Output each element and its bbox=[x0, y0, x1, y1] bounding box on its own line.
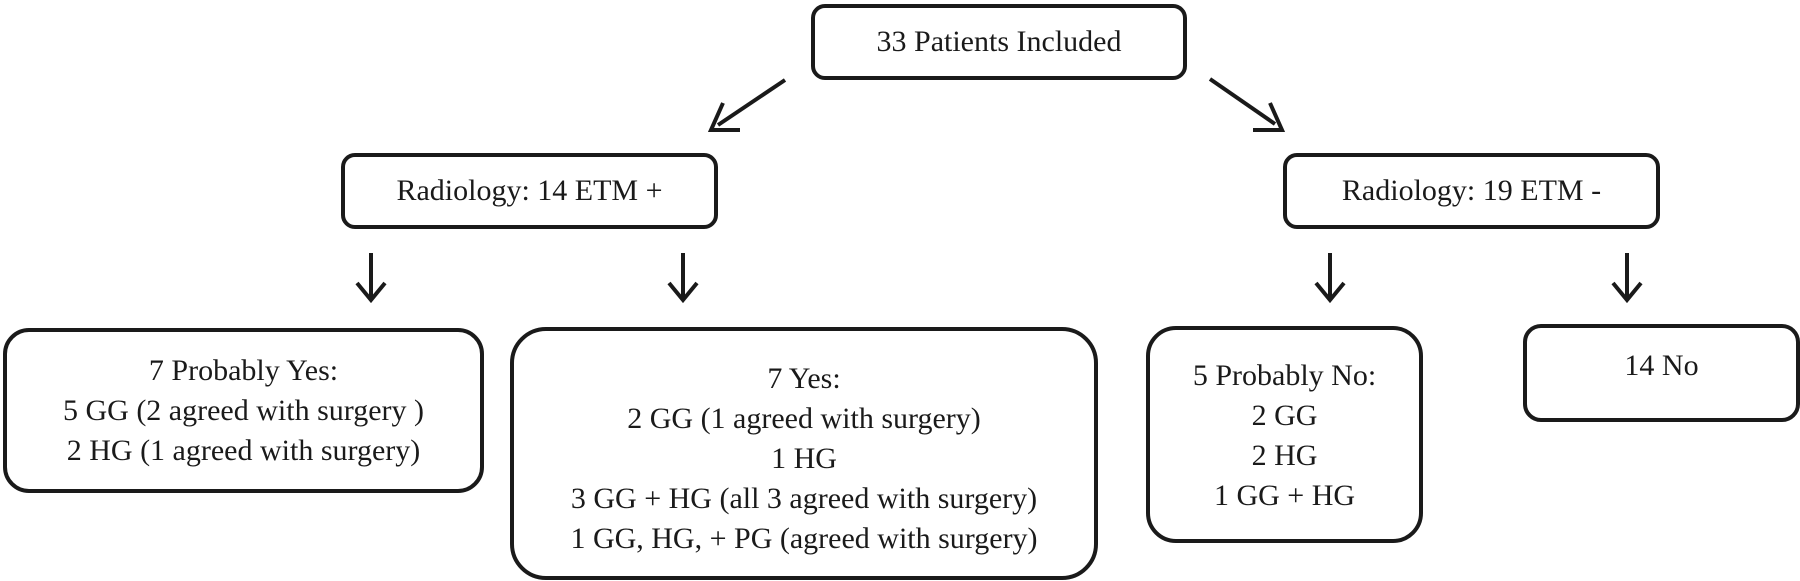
outcome-box-probably-no: 5 Probably No: 2 GG 2 HG 1 GG + HG bbox=[1146, 326, 1423, 543]
branch-label: Radiology: 19 ETM - bbox=[1341, 174, 1602, 207]
outcome-line: 2 HG bbox=[1251, 439, 1318, 472]
outcome-line: 5 Probably No: bbox=[1192, 359, 1377, 392]
branch-box-etm-positive: Radiology: 14 ETM + bbox=[341, 153, 718, 229]
outcome-box-probably-yes: 7 Probably Yes: 5 GG (2 agreed with surg… bbox=[3, 328, 484, 493]
outcome-line: 1 GG, HG, + PG (agreed with surgery) bbox=[570, 522, 1038, 555]
outcome-line: 1 GG + HG bbox=[1213, 479, 1356, 512]
outcome-line: 2 HG (1 agreed with surgery) bbox=[66, 433, 421, 467]
outcome-line: 1 HG bbox=[771, 442, 837, 475]
root-box: 33 Patients Included bbox=[811, 4, 1187, 80]
outcome-line: 5 GG (2 agreed with surgery ) bbox=[62, 393, 424, 427]
arrow-root-to-etm-negative bbox=[1208, 77, 1277, 126]
branch-box-etm-negative: Radiology: 19 ETM - bbox=[1283, 153, 1660, 229]
arrow-root-to-etm-positive bbox=[716, 78, 787, 127]
outcome-box-yes: 7 Yes: 2 GG (1 agreed with surgery) 1 HG… bbox=[510, 327, 1098, 580]
outcome-line: 3 GG + HG (all 3 agreed with surgery) bbox=[570, 482, 1038, 515]
outcome-line: 2 GG bbox=[1251, 399, 1318, 432]
outcome-line: 7 Yes: bbox=[767, 362, 841, 395]
outcome-line: 7 Probably Yes: bbox=[148, 353, 339, 387]
root-text: 33 Patients Included bbox=[876, 25, 1122, 58]
outcome-line: 2 GG (1 agreed with surgery) bbox=[627, 402, 981, 435]
outcome-box-no: 14 No bbox=[1523, 324, 1800, 422]
branch-label: Radiology: 14 ETM + bbox=[396, 174, 663, 207]
outcome-line: 14 No bbox=[1624, 349, 1699, 382]
